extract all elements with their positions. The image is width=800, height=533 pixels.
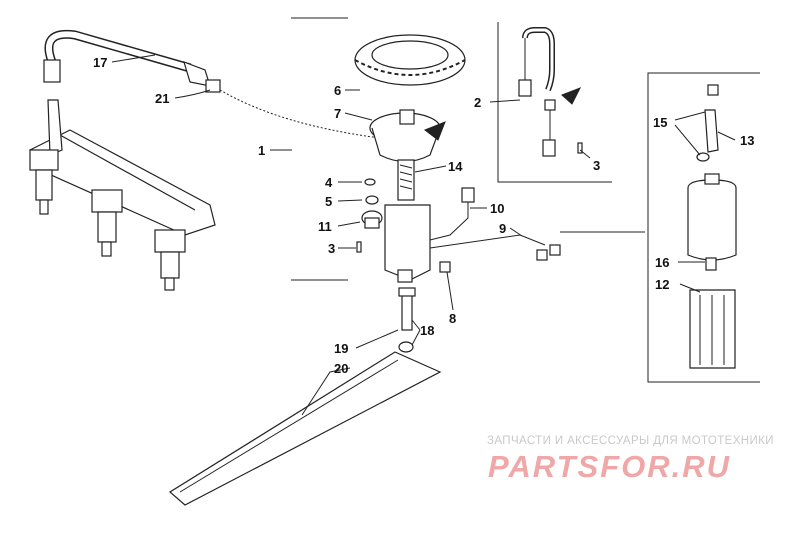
- callout-13: 13: [740, 133, 754, 148]
- callout-3-harness: 3: [593, 158, 600, 173]
- fuel-strainer: [168, 351, 442, 506]
- callout-20: 20: [334, 361, 348, 376]
- watermark-tagline: ЗАПЧАСТИ И АКСЕССУАРЫ ДЛЯ МОТОТЕХНИКИ: [487, 435, 774, 447]
- fuel-hose: [43, 29, 221, 93]
- callout-3-screw: 3: [328, 241, 335, 256]
- callout-6: 6: [334, 83, 341, 98]
- callout-16: 16: [655, 255, 669, 270]
- callout-4: 4: [325, 175, 333, 190]
- watermark-logo: PARTSFOR.RU: [488, 449, 732, 484]
- callout-9: 9: [499, 221, 506, 236]
- callout-labels: 1 2 3 3 4 5 6 7 8 9 10 11 12 13 14 15 16…: [93, 55, 754, 376]
- injector-1: [29, 149, 59, 215]
- fuel-rail-assembly: [29, 99, 216, 291]
- o-ring: [365, 195, 379, 205]
- callout-7: 7: [334, 106, 341, 121]
- callout-21: 21: [155, 91, 169, 106]
- pump-assembly: [369, 109, 446, 283]
- callout-5: 5: [325, 194, 332, 209]
- callout-14: 14: [448, 159, 463, 174]
- lock-ring: [354, 34, 466, 86]
- leader-lines: [111, 17, 736, 416]
- callout-17: 17: [93, 55, 107, 70]
- washer: [364, 178, 376, 186]
- callout-12: 12: [655, 277, 669, 292]
- callout-2: 2: [474, 95, 481, 110]
- detail-box-harness: [497, 22, 612, 183]
- callout-1: 1: [258, 143, 265, 158]
- injector-2: [91, 189, 123, 257]
- callout-18: 18: [420, 323, 434, 338]
- callout-19: 19: [334, 341, 348, 356]
- pressure-regulator: [361, 210, 383, 229]
- callout-15: 15: [653, 115, 667, 130]
- callout-10: 10: [490, 201, 504, 216]
- screw: [356, 241, 362, 253]
- callout-8: 8: [449, 311, 456, 326]
- injector-3: [154, 229, 186, 291]
- callout-11: 11: [318, 219, 332, 234]
